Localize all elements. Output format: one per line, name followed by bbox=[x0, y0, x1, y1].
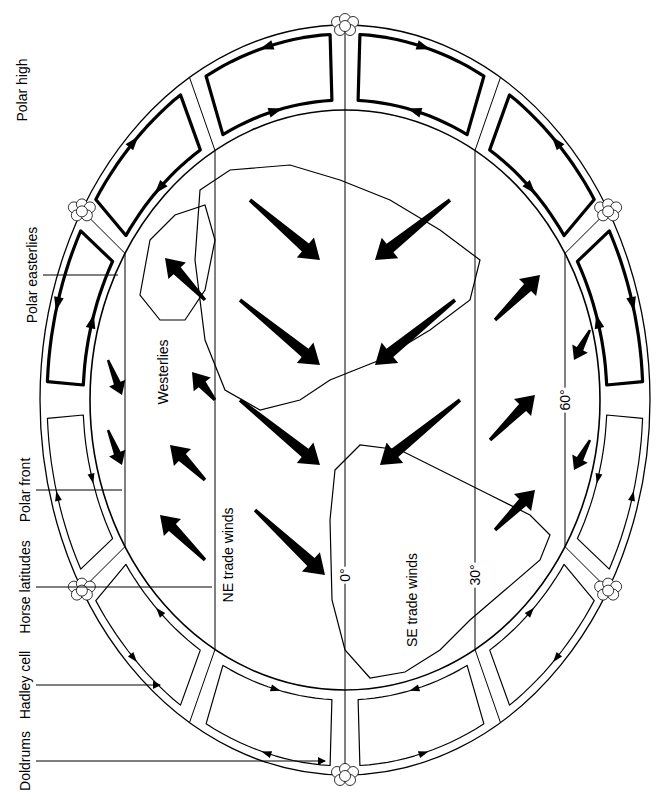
latitude-line bbox=[125, 253, 126, 547]
cell-arrowhead bbox=[270, 684, 281, 691]
leader-line bbox=[36, 490, 122, 491]
africa-outline bbox=[195, 165, 480, 410]
region-label: SE trade winds bbox=[404, 551, 420, 649]
wind-arrow bbox=[254, 509, 325, 575]
circulation-cell bbox=[96, 564, 201, 705]
cell-arrowhead bbox=[126, 136, 139, 150]
wind-arrow bbox=[239, 299, 320, 365]
cell-boundary bbox=[345, 25, 346, 110]
cell-arrowhead bbox=[268, 108, 283, 117]
cell-arrowhead bbox=[418, 751, 429, 758]
leader-line bbox=[36, 685, 160, 686]
circulation-cell bbox=[358, 665, 484, 765]
cell-boundary bbox=[190, 649, 215, 722]
cell-arrowhead bbox=[553, 652, 562, 662]
cell-arrowhead bbox=[128, 652, 137, 662]
wind-arrow bbox=[165, 258, 206, 301]
cell-boundary bbox=[475, 649, 500, 722]
wind-arrow bbox=[489, 395, 535, 441]
cell-arrowhead bbox=[522, 180, 535, 194]
circulation-cell bbox=[206, 35, 332, 135]
cell-boundary bbox=[82, 210, 125, 253]
circulation-cell bbox=[577, 415, 642, 569]
region-label: Doldrums bbox=[17, 729, 33, 793]
leader-line bbox=[36, 587, 212, 588]
region-label: Hadley cell bbox=[17, 649, 33, 721]
cell-ring-outer bbox=[40, 25, 650, 775]
wind-arrow bbox=[380, 399, 461, 465]
cell-arrowhead bbox=[626, 296, 636, 311]
wind-arrow bbox=[494, 490, 535, 531]
wind-arrow bbox=[160, 515, 206, 561]
cloud-puff bbox=[340, 771, 351, 782]
equator-line bbox=[345, 110, 346, 690]
cell-arrowhead bbox=[525, 608, 534, 618]
cloud-puff bbox=[603, 585, 614, 596]
wind-arrow bbox=[375, 299, 456, 365]
region-label: Polar high bbox=[14, 56, 30, 123]
cell-arrowhead bbox=[596, 473, 603, 484]
cell-boundary bbox=[475, 77, 500, 150]
cell-boundary bbox=[190, 77, 215, 150]
cell-arrowhead bbox=[260, 40, 275, 49]
wind-arrow bbox=[375, 199, 451, 260]
cloud-puff bbox=[76, 206, 87, 217]
circulation-cell bbox=[96, 95, 201, 236]
cell-boundary bbox=[565, 210, 608, 253]
circulation-cell bbox=[47, 231, 112, 385]
leader-line bbox=[36, 761, 325, 762]
cloud-puff bbox=[603, 206, 614, 217]
circulation-cell bbox=[206, 665, 332, 765]
cell-arrowhead bbox=[156, 608, 165, 618]
cell-arrowhead bbox=[86, 315, 96, 330]
cell-arrowhead bbox=[155, 180, 168, 194]
wind-arrow bbox=[572, 439, 591, 470]
cell-arrowhead bbox=[55, 491, 62, 502]
region-label: 30° bbox=[467, 562, 483, 587]
circulation-cell bbox=[47, 415, 112, 569]
region-label: Horse latitudes bbox=[17, 538, 33, 635]
cell-arrowhead bbox=[416, 40, 431, 49]
cell-arrowhead bbox=[88, 473, 95, 484]
europe-outline bbox=[140, 205, 215, 320]
cell-arrowhead bbox=[628, 491, 635, 502]
region-label: Westerlies bbox=[155, 337, 171, 406]
wind-arrow bbox=[107, 360, 126, 395]
circulation-cell bbox=[577, 231, 642, 385]
wind-arrow bbox=[107, 430, 126, 465]
wind-arrow bbox=[239, 399, 320, 465]
cell-arrowhead bbox=[595, 315, 605, 330]
region-label: 60° bbox=[557, 387, 573, 412]
cell-arrowhead bbox=[54, 296, 64, 311]
circulation-cell bbox=[490, 95, 595, 236]
leader-line bbox=[43, 275, 118, 276]
circulation-cell bbox=[358, 35, 484, 135]
circulation-cell bbox=[490, 564, 595, 705]
wind-arrow bbox=[249, 199, 320, 260]
region-label: 0° bbox=[337, 566, 353, 583]
region-label: Polar easterlies bbox=[24, 225, 40, 326]
globe-outline bbox=[90, 110, 600, 690]
cell-arrowhead bbox=[261, 751, 272, 758]
wind-arrow bbox=[572, 329, 591, 360]
cell-arrowhead bbox=[408, 108, 423, 117]
wind-arrow bbox=[192, 372, 216, 401]
wind-arrow bbox=[494, 275, 540, 321]
wind-arrow bbox=[170, 445, 206, 481]
cloud-puff bbox=[340, 21, 351, 32]
region-label: NE trade winds bbox=[220, 506, 236, 605]
cell-arrowhead bbox=[409, 684, 420, 691]
region-label: Polar front bbox=[17, 456, 33, 525]
cell-boundary bbox=[345, 690, 346, 775]
cell-arrowhead bbox=[552, 136, 565, 150]
south-america-outline bbox=[330, 445, 550, 678]
